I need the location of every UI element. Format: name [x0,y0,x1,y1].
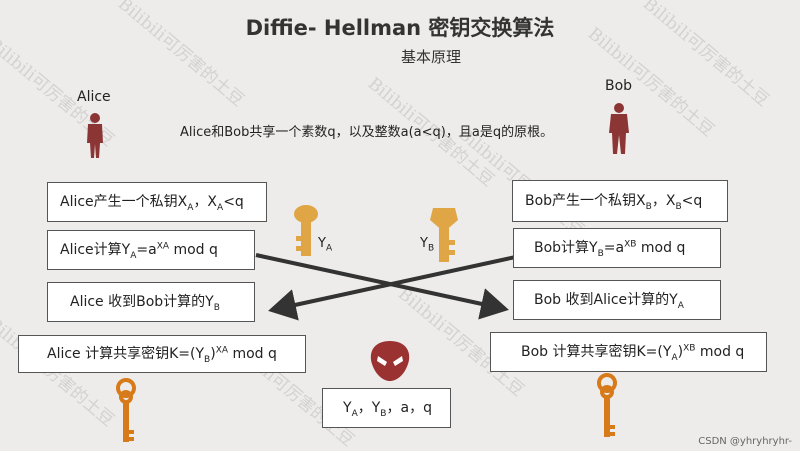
arrow-bob-to-alice [268,254,521,321]
alice-label: Alice [77,89,111,105]
bob-receive-box: Bob 收到Alice计算的YA [513,280,721,320]
eavesdropper-alien-icon [370,341,410,381]
alice-person-icon [87,113,103,158]
key-orange-icon [604,397,615,437]
page-title: Diffie- Hellman 密钥交换算法 [245,16,555,40]
shared-parameters-text: Alice和Bob共享一个素数q，以及整数a(a<q)，且a是q的原根。 [180,125,554,140]
bob-person-icon [609,103,629,154]
bob-label: Bob [605,78,633,94]
key-orange-icon [597,373,617,399]
public-values-box: YA，YB，a，q [322,388,451,428]
alice-compute-box: Alice计算YA=aXA mod q [47,230,255,270]
alice-receive-box: Alice 收到Bob计算的YB [47,282,255,322]
alice-private-key-box: Alice产生一个私钥XA，XA<q [47,182,267,222]
key-gold-icon [294,205,318,256]
ya-label: YA [318,236,333,254]
csdn-credit: CSDN @yhryhryhr- [698,436,792,447]
page-subtitle: 基本原理 [400,48,461,66]
key-gold-icon [430,208,458,262]
arrow-alice-to-bob [255,253,509,320]
alice-shared-key-box: Alice 计算共享密钥K=(YB)XA mod q [18,335,306,373]
bob-compute-box: Bob计算YB=aXB mod q [513,228,721,268]
key-orange-icon [123,402,134,442]
bob-private-key-box: Bob产生一个私钥XB，XB<q [512,180,728,222]
bob-shared-key-box: Bob 计算共享密钥K=(YA)XB mod q [490,332,767,372]
yb-label: YB [420,236,435,254]
key-orange-icon [116,378,136,404]
